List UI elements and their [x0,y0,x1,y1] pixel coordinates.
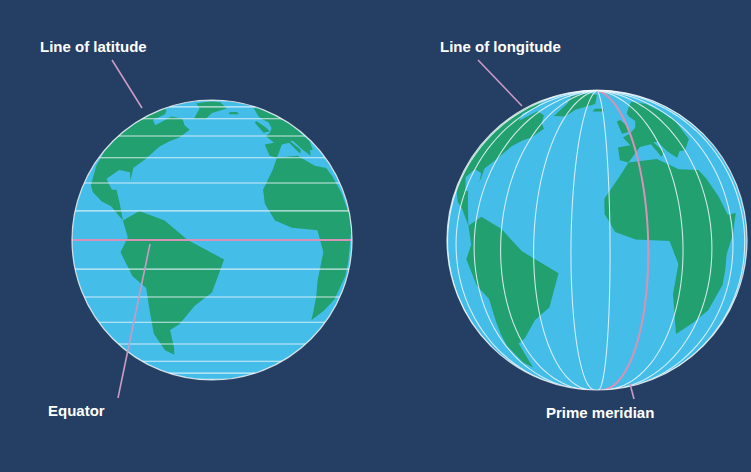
grid-line [597,91,745,375]
grid-line [84,296,340,297]
leader-line [478,60,522,106]
grid-line [597,91,683,390]
ocean [72,100,352,380]
grid-line [75,210,349,211]
continent [253,108,312,158]
leader-line [118,244,150,398]
grid-line [597,91,712,390]
grid-line [84,183,340,184]
latitude-label: Line of latitude [40,38,147,56]
grid-line [501,91,597,390]
grid-line [169,106,256,107]
continent [121,211,225,355]
leader-line [630,384,634,399]
ocean [447,90,747,390]
continent [263,156,351,321]
continent [194,101,227,119]
grid-line [142,118,282,119]
continent [229,112,239,114]
grid-line [118,135,305,136]
continent [255,121,270,132]
globe-rim [447,90,747,390]
grid-line [534,91,597,390]
grid-line [597,91,610,390]
grid-line [169,373,256,374]
globe-rim [72,100,352,380]
equator-label: Equator [48,402,105,420]
reference-line [597,91,648,390]
longitude-globe [447,90,747,390]
reference-line [72,239,352,241]
grid-line [99,157,326,158]
leader-lines [112,60,634,399]
grid-line [118,343,305,344]
latitude-globe [72,100,352,380]
meridian-label: Prime meridian [546,404,654,422]
grid-line [142,361,282,362]
grid-line [99,322,326,323]
grid-line [474,91,597,389]
continent [91,108,190,220]
continent [604,159,735,334]
longitude-label: Line of longitude [440,38,561,56]
grid-line [597,91,703,134]
leader-line [112,60,142,108]
grid-line [597,91,733,388]
grid-line [75,269,349,270]
grid-line [571,91,597,390]
